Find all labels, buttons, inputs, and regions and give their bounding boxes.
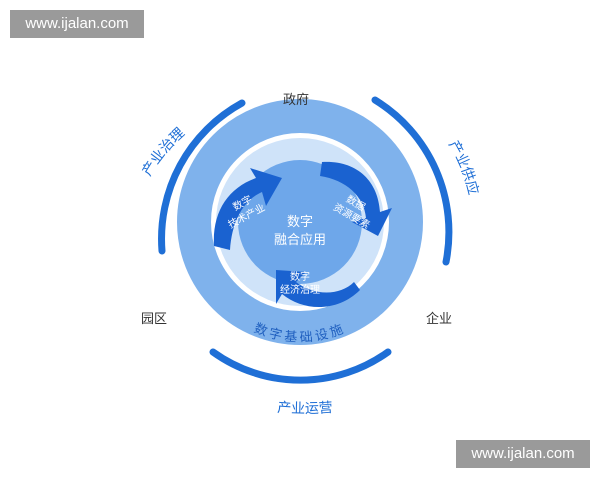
outer-arc-right (371, 96, 453, 266)
outer-label-operation: 产业运营 (277, 400, 334, 417)
center-title-2: 融合应用 (274, 232, 326, 248)
node-enterprise: 企业 (426, 311, 452, 327)
outer-arc-left (158, 99, 246, 255)
arrow-gov-label-2: 经济治理 (280, 283, 320, 296)
arrow-gov-label-1: 数字 (290, 270, 310, 283)
outer-arc-bottom (209, 348, 392, 384)
node-government: 政府 (283, 93, 309, 108)
watermark-bottom: www.ijalan.com (456, 440, 590, 468)
node-park: 园区 (141, 312, 167, 327)
center-title-1: 数字 (287, 215, 313, 230)
watermark-top: www.ijalan.com (10, 10, 144, 38)
arrow-data (320, 161, 392, 236)
arrow-tech (213, 168, 282, 250)
outer-label-supply: 产业供应 (445, 138, 482, 197)
infrastructure-ring (177, 99, 423, 345)
arrow-gov (276, 270, 360, 308)
